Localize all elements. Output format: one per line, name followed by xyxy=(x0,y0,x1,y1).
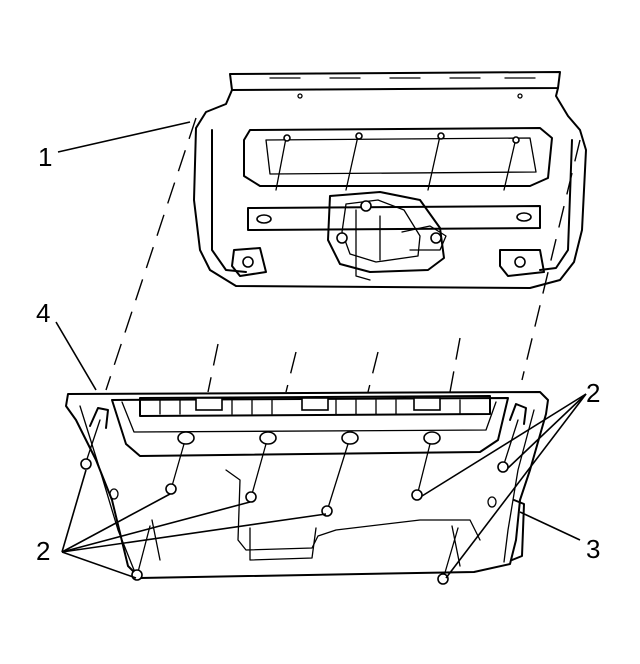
callout-3: 3 xyxy=(586,534,600,564)
alignment-lines xyxy=(105,117,581,393)
lower-trim-panel xyxy=(65,391,549,579)
callout-2-right: 2 xyxy=(586,378,600,408)
callout-4: 4 xyxy=(36,298,50,328)
leader-lines xyxy=(55,121,587,579)
callout-2-left: 2 xyxy=(36,536,50,566)
callout-1: 1 xyxy=(38,142,52,172)
upper-panel xyxy=(193,71,587,289)
fasteners xyxy=(80,419,519,585)
